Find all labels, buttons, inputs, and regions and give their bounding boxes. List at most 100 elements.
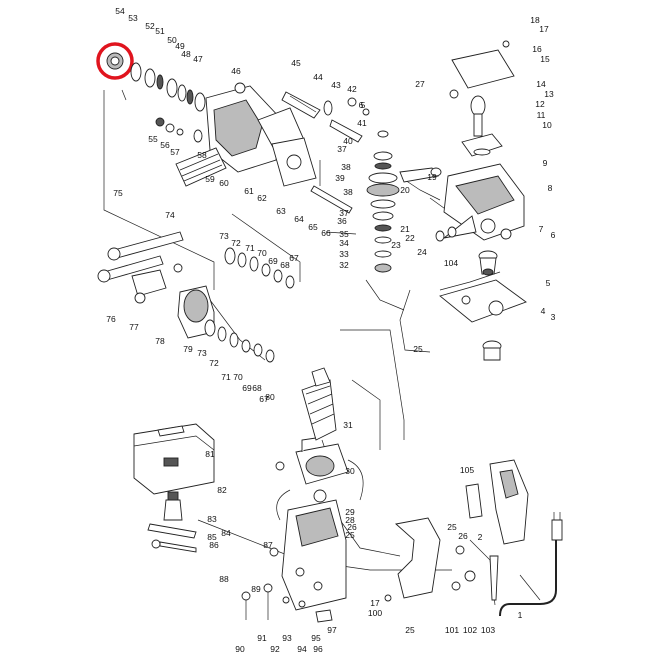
part-label-67: 67 bbox=[289, 253, 299, 263]
part-label-74: 74 bbox=[165, 210, 175, 220]
part-label-25: 25 bbox=[405, 625, 415, 635]
part-label-54: 54 bbox=[115, 6, 125, 16]
gear-shaft-assembly bbox=[271, 91, 442, 273]
part-label-60: 60 bbox=[219, 178, 229, 188]
part-label-105: 105 bbox=[460, 465, 474, 475]
part-label-91: 91 bbox=[257, 633, 267, 643]
part-label-32: 32 bbox=[339, 260, 349, 270]
part-label-52: 52 bbox=[145, 21, 155, 31]
part-label-19: 19 bbox=[427, 172, 437, 182]
part-label-38: 38 bbox=[341, 162, 351, 172]
part-label-62: 62 bbox=[257, 193, 267, 203]
front-housing-assembly bbox=[96, 42, 305, 187]
part-label-80: 80 bbox=[265, 392, 275, 402]
part-label-15: 15 bbox=[540, 54, 550, 64]
part-label-17: 17 bbox=[370, 598, 380, 608]
part-label-34: 34 bbox=[339, 238, 349, 248]
part-label-103: 103 bbox=[481, 625, 495, 635]
part-label-53: 53 bbox=[128, 13, 138, 23]
part-label-2: 2 bbox=[478, 532, 483, 542]
lubricant-and-wrench bbox=[147, 491, 197, 553]
power-cord bbox=[489, 512, 563, 617]
part-label-79: 79 bbox=[183, 344, 193, 354]
part-label-56: 56 bbox=[160, 140, 170, 150]
part-label-1: 1 bbox=[518, 610, 523, 620]
part-label-51: 51 bbox=[155, 26, 165, 36]
part-label-102: 102 bbox=[463, 625, 477, 635]
part-label-100: 100 bbox=[368, 608, 382, 618]
part-label-69: 69 bbox=[268, 256, 278, 266]
part-label-73: 73 bbox=[197, 348, 207, 358]
motor-housing-assembly bbox=[241, 437, 364, 623]
part-label-72: 72 bbox=[209, 358, 219, 368]
part-label-10: 10 bbox=[542, 120, 552, 130]
part-label-18: 18 bbox=[530, 15, 540, 25]
part-label-12: 12 bbox=[535, 99, 545, 109]
part-label-82: 82 bbox=[217, 485, 227, 495]
part-label-16: 16 bbox=[532, 44, 542, 54]
part-label-25: 25 bbox=[345, 530, 355, 540]
part-label-20: 20 bbox=[400, 185, 410, 195]
part-label-85: 85 bbox=[207, 532, 217, 542]
part-label-30: 30 bbox=[345, 466, 355, 476]
part-label-37: 37 bbox=[339, 208, 349, 218]
part-label-77: 77 bbox=[129, 322, 139, 332]
part-label-5: 5 bbox=[546, 278, 551, 288]
part-label-84: 84 bbox=[221, 528, 231, 538]
part-label-47: 47 bbox=[193, 54, 203, 64]
part-label-78: 78 bbox=[155, 336, 165, 346]
highlight-ring bbox=[96, 42, 134, 80]
part-label-76: 76 bbox=[106, 314, 116, 324]
part-label-92: 92 bbox=[270, 644, 280, 654]
part-label-71: 71 bbox=[245, 243, 255, 253]
part-label-26: 26 bbox=[347, 522, 357, 532]
part-label-71: 71 bbox=[221, 372, 231, 382]
part-label-89: 89 bbox=[251, 584, 261, 594]
part-label-6: 6 bbox=[359, 100, 364, 110]
part-label-44: 44 bbox=[313, 72, 323, 82]
part-label-26: 26 bbox=[458, 531, 468, 541]
part-label-11: 11 bbox=[537, 110, 546, 120]
part-label-68: 68 bbox=[252, 383, 262, 393]
part-label-5: 5 bbox=[361, 100, 366, 110]
part-label-46: 46 bbox=[231, 66, 241, 76]
part-label-8: 8 bbox=[548, 183, 553, 193]
part-label-73: 73 bbox=[219, 231, 229, 241]
part-label-42: 42 bbox=[347, 84, 357, 94]
part-label-66: 66 bbox=[321, 228, 331, 238]
part-label-49: 49 bbox=[175, 41, 185, 51]
part-label-48: 48 bbox=[181, 49, 191, 59]
part-label-58: 58 bbox=[197, 150, 207, 160]
part-label-29: 29 bbox=[345, 507, 355, 517]
part-label-4: 4 bbox=[541, 306, 546, 316]
part-label-88: 88 bbox=[219, 574, 229, 584]
part-label-93: 93 bbox=[282, 633, 292, 643]
part-label-45: 45 bbox=[291, 58, 301, 68]
part-label-13: 13 bbox=[544, 89, 554, 99]
part-label-25: 25 bbox=[447, 522, 457, 532]
part-label-28: 28 bbox=[345, 515, 355, 525]
part-number-labels: 1234567891011121314151617181920212223242… bbox=[106, 6, 555, 654]
armature-assembly bbox=[301, 367, 337, 453]
part-label-57: 57 bbox=[170, 147, 180, 157]
part-label-9: 9 bbox=[543, 158, 548, 168]
part-label-43: 43 bbox=[331, 80, 341, 90]
part-label-86: 86 bbox=[209, 540, 219, 550]
part-label-70: 70 bbox=[257, 248, 267, 258]
part-label-67: 67 bbox=[259, 394, 269, 404]
part-label-22: 22 bbox=[405, 233, 415, 243]
part-label-41: 41 bbox=[357, 118, 367, 128]
part-label-87: 87 bbox=[263, 540, 273, 550]
part-label-40: 40 bbox=[343, 136, 353, 146]
part-label-50: 50 bbox=[167, 35, 177, 45]
part-label-14: 14 bbox=[536, 79, 546, 89]
part-label-35: 35 bbox=[339, 229, 349, 239]
part-label-24: 24 bbox=[417, 247, 427, 257]
part-label-70: 70 bbox=[233, 372, 243, 382]
part-label-101: 101 bbox=[445, 625, 459, 635]
part-label-27: 27 bbox=[415, 79, 425, 89]
part-label-38: 38 bbox=[343, 187, 353, 197]
part-label-55: 55 bbox=[148, 134, 158, 144]
part-label-90: 90 bbox=[235, 644, 245, 654]
